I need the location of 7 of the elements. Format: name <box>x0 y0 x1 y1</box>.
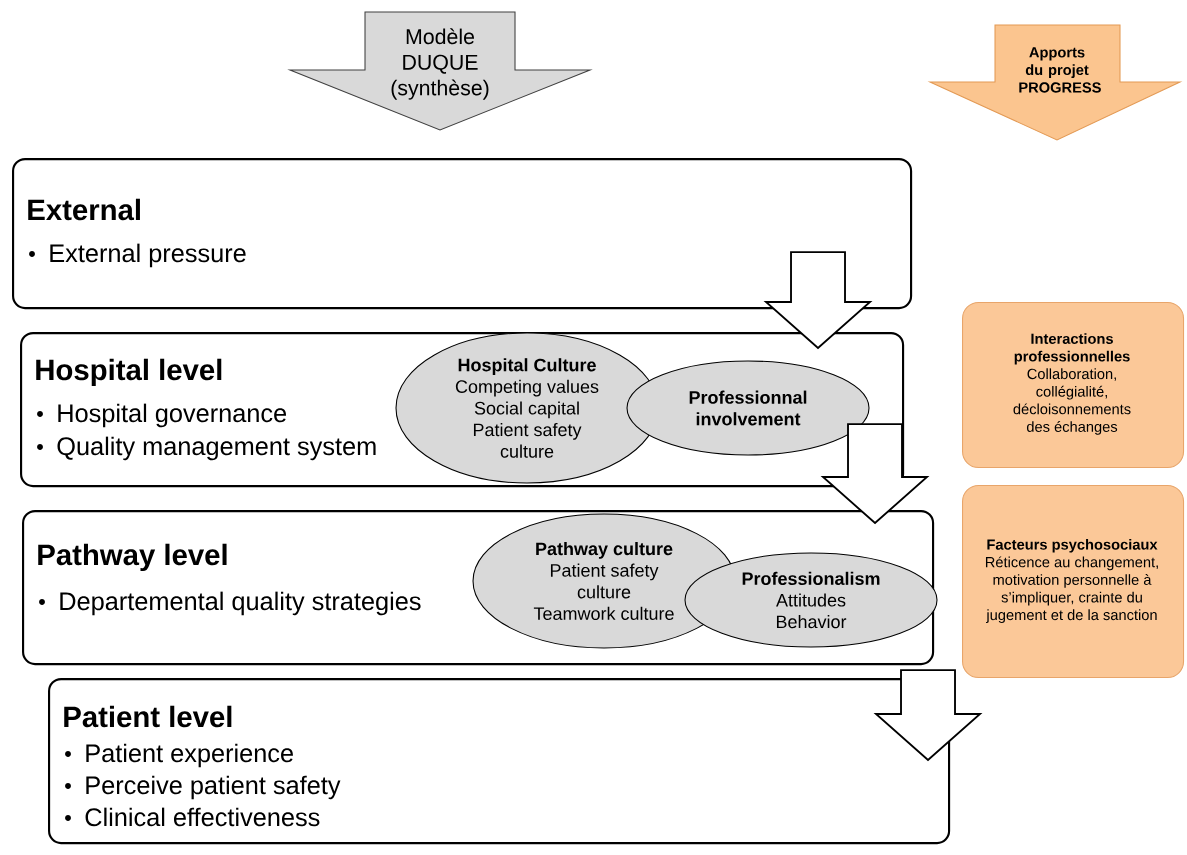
hollow-arrow <box>820 423 930 525</box>
hollow-arrow <box>873 669 983 762</box>
hollow-arrow <box>763 251 873 350</box>
section-box: External External pressure <box>12 158 913 310</box>
info-card: Facteurs psychosociaux Réticence au changement, motivation personnelle à s’impliquer, crainte du jugement et de la sanction <box>962 485 1185 679</box>
section-box: Patient level Patient experience Perceive patient safety Clinical effectiveness <box>48 678 951 845</box>
info-card: Interactions professionnelles Collaboration, collégialité, décloisonnements des échanges <box>962 302 1185 469</box>
